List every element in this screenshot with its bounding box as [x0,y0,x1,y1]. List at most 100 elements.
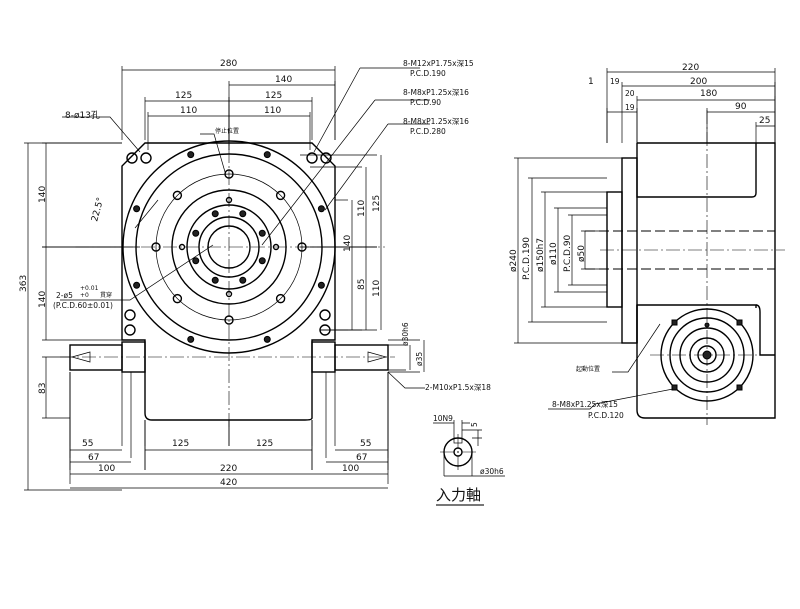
side-pcd-callout: P.C.D.120 [588,411,624,420]
stop-position-label: 停止位置 [215,127,239,135]
dim-125-b-right: 125 [256,439,273,449]
dim-shaft-30h6: ø30h6 [401,322,410,346]
side-view: 起動位置 8-M8xP1.25x深15 P.C.D.120 220 1 19 2… [509,63,785,425]
right-input-shaft [334,344,389,371]
dim-220: 220 [220,464,237,474]
start-position-label: 起動位置 [576,365,600,373]
table-bolt-hole [275,293,286,304]
dim-20: 20 [625,89,635,98]
dim-125-right: 125 [265,91,282,101]
dim-125-left: 125 [175,91,192,101]
tap3-callout: 8-M8xP1.25x深16 [403,117,469,126]
dim-19b: 19 [625,103,635,112]
dimension-lines [24,66,776,491]
dim-110-r: 110 [357,200,367,217]
top-plate-outline [121,142,336,421]
corner-mounting-hole [319,324,331,336]
dim-67-right: 67 [356,453,367,463]
pin-tol-up: +0.01 [80,285,99,292]
inner-small-hole [178,243,186,251]
key-depth-label: 5 [470,422,479,427]
dim-220-side: 220 [682,63,699,73]
side-input-circles [660,308,754,402]
dim-50: ø50 [577,245,587,262]
dim-180: 180 [700,89,717,99]
hole-callout: 8-ø13孔 [65,110,100,121]
mounting-tap-hole [187,151,195,159]
dim-67-left: 67 [88,453,99,463]
title-underline [436,504,484,506]
corner-mounting-hole [306,152,318,164]
angle-label: 22.5° [90,196,106,222]
dim-55-right: 55 [360,439,371,449]
dim-25: 25 [759,116,770,126]
bore-hidden-lines [585,230,775,270]
mounting-tap-hole [317,281,325,289]
dim-240: ø240 [509,249,519,272]
input-shaft-dia: ø30h6 [480,467,504,476]
tap1-callout: 8-M12xP1.75x深15 [403,59,474,68]
dim-19a: 19 [610,77,620,86]
pcd2-callout: P.C.D.90 [410,98,441,107]
mounting-tap-hole [187,335,195,343]
inner-tap-hole [192,257,200,265]
dim-100-left: 100 [98,464,115,474]
dim-pcd190: P.C.D.190 [522,237,532,280]
inner-tap-hole [258,229,266,237]
dim-110-side: ø110 [549,242,559,265]
pin-callout: 2-ø5 [56,291,73,300]
tap2-callout: 8-M8xP1.25x深16 [403,88,469,97]
housing-outline [636,142,776,419]
pcd3-callout: P.C.D.280 [410,127,446,136]
dim-1: 1 [588,77,594,87]
inner-tap-hole [239,276,247,284]
inner-tap-hole [192,229,200,237]
dim-110-left: 110 [180,106,197,116]
dim-85-r: 85 [357,279,367,290]
corner-mounting-hole [124,309,136,321]
dim-pcd90: P.C.D.90 [563,234,573,272]
corner-mounting-hole [124,324,136,336]
mounting-tap-hole [133,205,141,213]
dim-100-right: 100 [342,464,359,474]
dim-140-lower: 140 [38,291,48,308]
corner-chamfers [121,142,336,167]
housing-lower [636,304,775,356]
corner-mounting-hole [319,309,331,321]
mounting-tap-hole [263,335,271,343]
dim-shaft-35: ø35 [415,352,424,366]
table-bolt-hole [172,190,183,201]
pin-note: 貫穿 [100,291,112,299]
inner-tap-hole [258,257,266,265]
corner-mounting-hole [126,152,138,164]
left-input-shaft [69,344,123,371]
key-width-label: 10N9 [433,414,453,423]
dim-55-left: 55 [82,439,93,449]
inner-tap-hole [211,276,219,284]
table-bolt-hole [275,190,286,201]
pin-pcd: (P.C.D.60±0.01) [53,301,113,310]
dim-420: 420 [220,478,237,488]
dim-140-r: 140 [343,235,353,252]
pcd1-callout: P.C.D.190 [410,69,446,78]
inner-tap-hole [211,210,219,218]
dim-280: 280 [220,59,237,69]
dim-90: 90 [735,102,747,112]
pilot-plate [606,191,623,308]
dim-150h7: ø150h7 [536,238,546,272]
dim-140-upper: 140 [38,186,48,203]
pin-tol-lo: +0 [80,292,89,299]
table-bolt-hole [172,293,183,304]
dim-125-b-left: 125 [172,439,189,449]
side-leaders [548,323,674,410]
mounting-tap-hole [317,205,325,213]
dim-363: 363 [19,275,29,292]
shaft-tap-callout: 2-M10xP1.5x深18 [425,383,491,392]
front-view: 8-ø13孔 8-M12xP1.75x深15 P.C.D.190 8-M8xP1… [19,59,491,488]
dim-200: 200 [690,77,707,87]
dim-140: 140 [275,75,292,85]
dim-110-right: 110 [264,106,281,116]
side-tap-callout: 8-M8xP1.25x深15 [552,400,618,409]
dim-83: 83 [38,383,48,394]
